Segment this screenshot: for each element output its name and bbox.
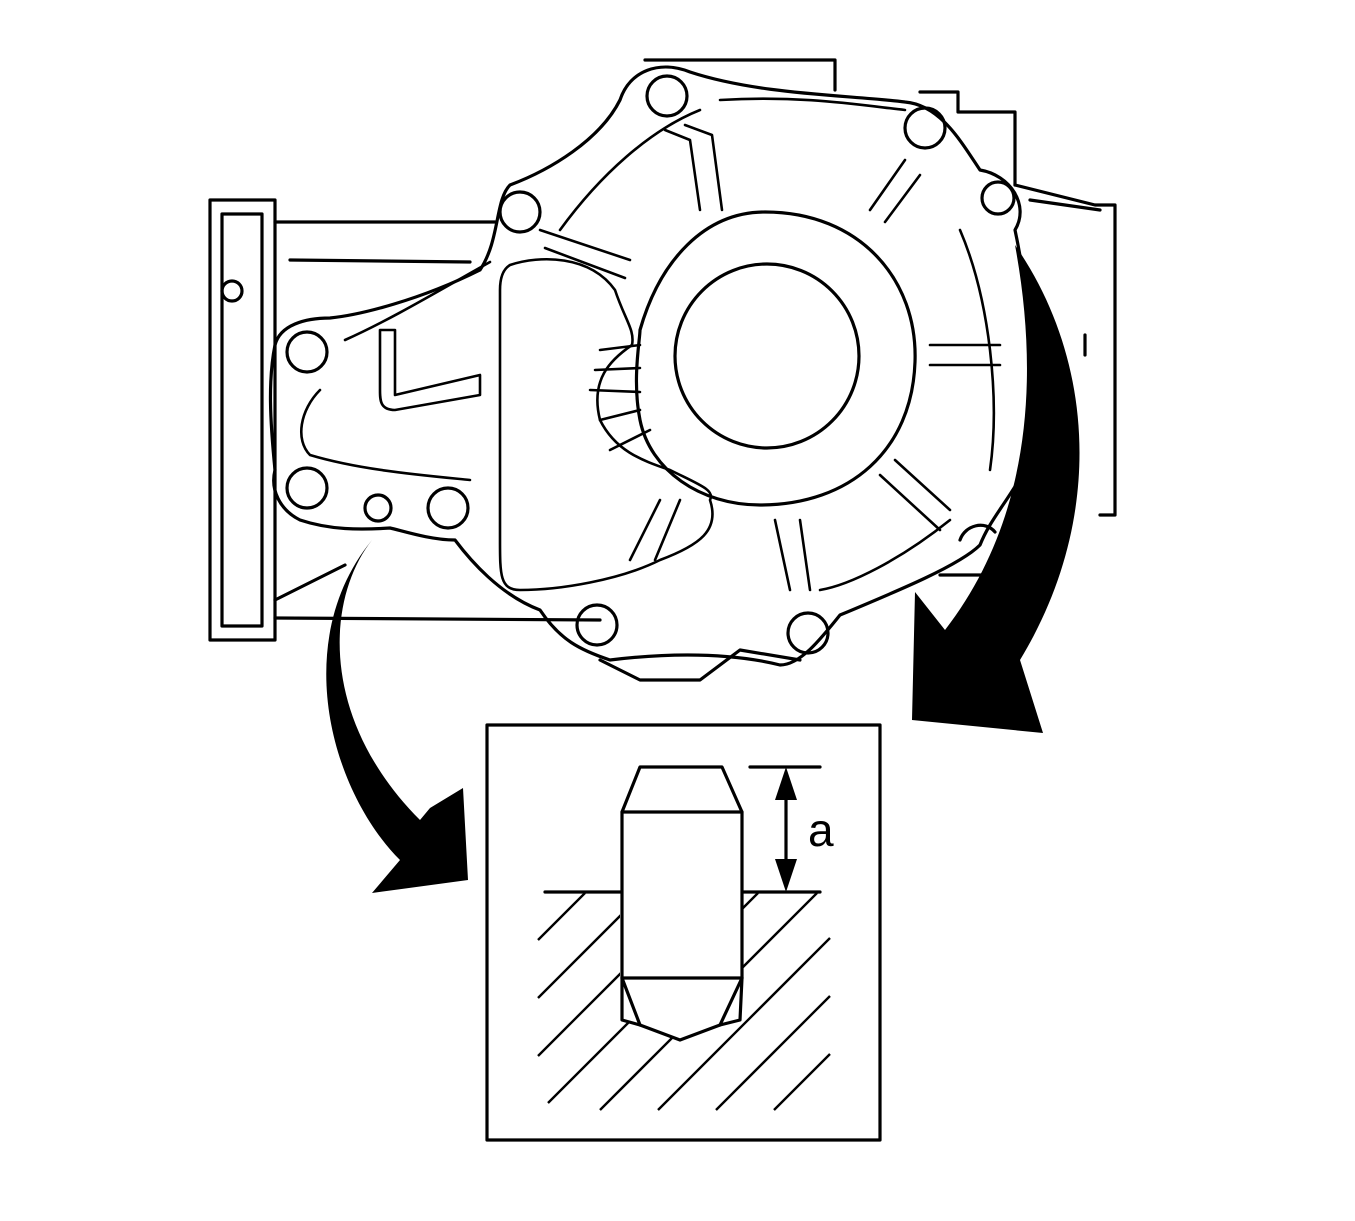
housing-body (208, 58, 1117, 682)
detail-inset: a (485, 723, 882, 1142)
bolt-hole (498, 190, 542, 234)
bolt-hole (980, 180, 1016, 216)
dowel-pin (620, 765, 744, 1042)
right-callout-arrow (912, 245, 1080, 733)
left-callout-arrow (326, 540, 468, 893)
bolt-hole (285, 466, 329, 510)
inner-ribs (378, 123, 1002, 592)
dimension-label: a (808, 804, 834, 856)
bolt-hole (786, 611, 830, 655)
bolt-hole (285, 330, 329, 374)
bolt-hole (575, 603, 619, 647)
dimension-a: a (748, 765, 834, 892)
bolt-hole (903, 106, 947, 150)
bolt-hole (645, 74, 689, 118)
bolt-holes (285, 74, 1016, 655)
bolt-hole (426, 486, 470, 530)
central-bore (634, 210, 917, 507)
dowel-pin-hole (363, 493, 393, 523)
mounting-flange (268, 65, 1032, 667)
